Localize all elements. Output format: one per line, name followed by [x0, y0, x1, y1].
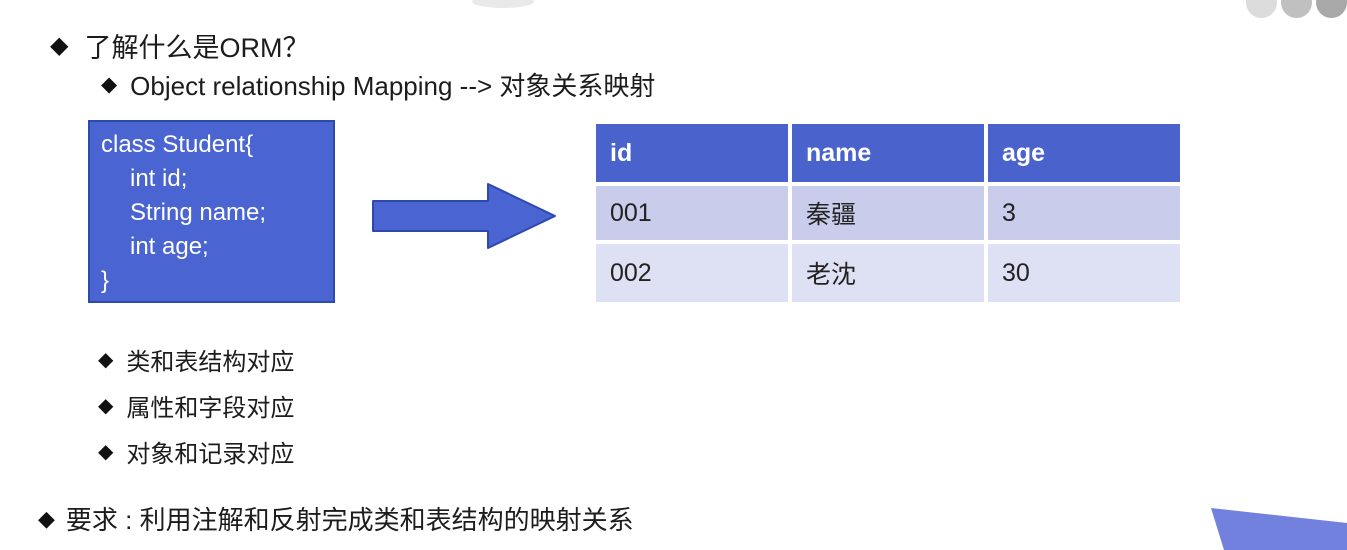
table-cell: 30 [988, 244, 1180, 302]
table-cell: 3 [988, 186, 1180, 240]
corner-wedge-decor [1211, 508, 1347, 550]
decor-dot-medium [1281, 0, 1312, 18]
mapping-bullet-list: ◆ 类和表结构对应 ◆ 属性和字段对应 对象和记录对应 ◆ 对象和记录对应 [98, 342, 294, 469]
diamond-bullet-icon: ◆ [98, 441, 114, 463]
list-item: 对象和记录对应 ◆ 对象和记录对应 [98, 434, 294, 469]
cell-value: 老沈 [806, 261, 857, 289]
table-cell: 001 [596, 186, 788, 240]
slide-title-line: ◆ 了解什么是ORM？ [50, 26, 309, 65]
right-arrow-shape [372, 183, 556, 249]
list-item: ◆ 属性和字段对应 [98, 388, 294, 423]
header-label: name [806, 138, 872, 167]
slide-title: 了解什么是ORM？ [84, 33, 310, 63]
code-line: int age; [130, 233, 209, 260]
list-item: ◆ 类和表结构对应 [98, 342, 294, 377]
right-arrow-icon [372, 183, 556, 249]
table-header-age: age [988, 124, 1180, 182]
smudge-decor [472, 0, 534, 8]
student-table: id name age 001 秦疆 3 002 老沈 30 [596, 124, 1184, 302]
bullet-text: 对象和记录对应 [126, 441, 295, 468]
table-cell: 老沈 [792, 244, 984, 302]
class-code-box: class Student{ int id; String name; int … [88, 120, 335, 303]
decor-dot-light [1246, 0, 1277, 18]
decor-dot-dark [1316, 0, 1347, 18]
table-cell: 002 [596, 244, 788, 302]
code-line: int id; [130, 165, 188, 192]
cell-value: 002 [610, 258, 652, 287]
bullet-text: 类和表结构对应 [126, 349, 295, 376]
diamond-bullet-icon: ◆ [98, 349, 114, 371]
diamond-bullet-icon: ◆ [38, 505, 55, 531]
bullet-text: 属性和字段对应 [126, 395, 295, 422]
code-line: } [101, 267, 110, 294]
corner-wedge-shape [1211, 508, 1347, 550]
cell-value: 3 [1002, 198, 1016, 227]
code-line: class Student{ [101, 131, 254, 158]
header-label: id [610, 138, 633, 167]
cell-value: 001 [610, 198, 652, 227]
diamond-bullet-icon: ◆ [98, 395, 114, 417]
cell-value: 秦疆 [806, 201, 857, 229]
header-label: age [1002, 138, 1046, 167]
slide-subtitle: Object relationship Mapping --> 对象关系映射 [130, 71, 656, 101]
table-cell: 秦疆 [792, 186, 984, 240]
diamond-bullet-icon: ◆ [101, 73, 118, 96]
requirement-line: ◆ 要求 : 利用注解和反射完成类和表结构的映射关系 [38, 500, 634, 537]
requirement-text: 要求 : 利用注解和反射完成类和表结构的映射关系 [65, 505, 634, 535]
slide-subtitle-line: ◆ Object relationship Mapping --> 对象关系映射 [101, 66, 655, 103]
table-header-id: id [596, 124, 788, 182]
table-header-name: name [792, 124, 984, 182]
diamond-bullet-icon: ◆ [50, 32, 69, 59]
code-line: String name; [130, 199, 267, 226]
cell-value: 30 [1002, 258, 1030, 287]
